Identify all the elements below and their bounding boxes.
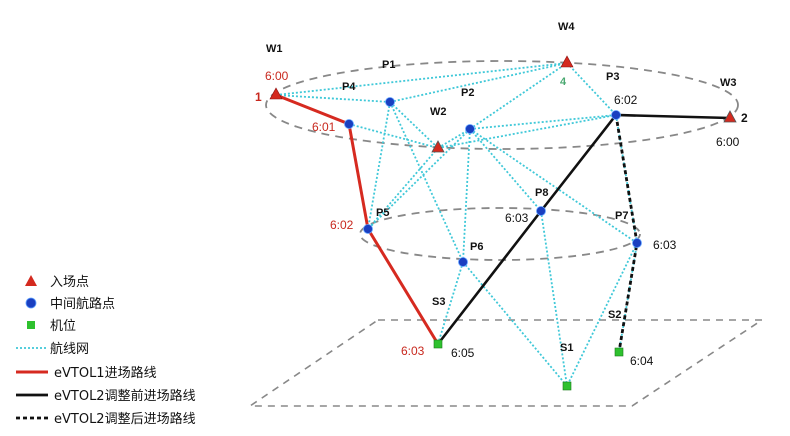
label-p8: P8 bbox=[535, 187, 548, 199]
legend-evtol1-label: eVTOL1进场路线 bbox=[54, 365, 157, 381]
pad-s2 bbox=[614, 347, 624, 357]
pad-s1 bbox=[562, 381, 572, 391]
waypoint-p1 bbox=[385, 97, 395, 107]
route-network bbox=[275, 62, 638, 387]
label-p1: P1 bbox=[382, 59, 395, 71]
waypoint-p4 bbox=[344, 119, 354, 129]
time-p4: 6:01 bbox=[312, 120, 336, 134]
entry-point-w3 bbox=[723, 110, 737, 123]
label-w1: W1 bbox=[266, 43, 283, 55]
time-p3: 6:02 bbox=[614, 93, 638, 107]
label-s1: S1 bbox=[560, 342, 573, 354]
entry-point-w2 bbox=[431, 140, 445, 153]
legend-evtol2-after-label: eVTOL2调整后进场路线 bbox=[54, 411, 196, 427]
time-w1: 6:00 bbox=[265, 69, 289, 83]
middle-ellipse bbox=[359, 207, 641, 261]
label-p6: P6 bbox=[470, 241, 483, 253]
time-p8: 6:03 bbox=[505, 211, 529, 225]
legend-waypoint-icon bbox=[25, 297, 37, 309]
label-w4: W4 bbox=[558, 21, 575, 33]
time-p5: 6:02 bbox=[330, 218, 354, 232]
label-s3: S3 bbox=[432, 296, 445, 308]
waypoints bbox=[344, 97, 642, 267]
pad-s3 bbox=[433, 339, 443, 349]
ground-plane bbox=[247, 319, 765, 407]
waypoint-p6 bbox=[458, 257, 468, 267]
legend: 入场点 中间航路点 机位 航线网 eVTOL1进场路线 eVTOL2调整前进场路… bbox=[16, 275, 196, 427]
time-s3: 6:05 bbox=[451, 346, 475, 360]
legend-entry-icon bbox=[25, 275, 37, 286]
label-s2: S2 bbox=[608, 309, 621, 321]
legend-evtol2-before-label: eVTOL2调整前进场路线 bbox=[54, 388, 196, 404]
entry-point-w4 bbox=[560, 55, 574, 68]
label-p7: P7 bbox=[615, 210, 628, 222]
legend-network-label: 航线网 bbox=[50, 341, 89, 357]
waypoint-p8 bbox=[536, 206, 546, 216]
label-n4: 4 bbox=[560, 76, 567, 88]
upper-ellipse bbox=[265, 60, 739, 150]
label-n2: 2 bbox=[741, 111, 748, 125]
label-p2: P2 bbox=[461, 87, 474, 99]
evtol1-route bbox=[275, 93, 440, 345]
label-n1: 1 bbox=[255, 90, 262, 104]
evtol2-route-before bbox=[436, 113, 731, 345]
label-w3: W3 bbox=[720, 77, 737, 89]
legend-waypoint-label: 中间航路点 bbox=[50, 296, 115, 312]
legend-entry-label: 入场点 bbox=[50, 275, 89, 290]
label-p4: P4 bbox=[342, 81, 356, 93]
label-p5: P5 bbox=[376, 207, 389, 219]
time-w3: 6:00 bbox=[716, 135, 740, 149]
legend-pad-label: 机位 bbox=[50, 319, 76, 334]
waypoint-p5 bbox=[363, 224, 373, 234]
time-s3-evtol1: 6:03 bbox=[401, 344, 425, 358]
legend-pad-icon bbox=[27, 321, 35, 329]
label-p3: P3 bbox=[606, 71, 619, 83]
waypoint-p3 bbox=[611, 110, 621, 120]
time-p7: 6:03 bbox=[653, 238, 677, 252]
time-s2: 6:04 bbox=[630, 354, 654, 368]
waypoint-p7 bbox=[632, 238, 642, 248]
label-w2: W2 bbox=[430, 106, 447, 118]
entry-point-w1 bbox=[269, 87, 283, 100]
waypoint-p2 bbox=[465, 124, 475, 134]
